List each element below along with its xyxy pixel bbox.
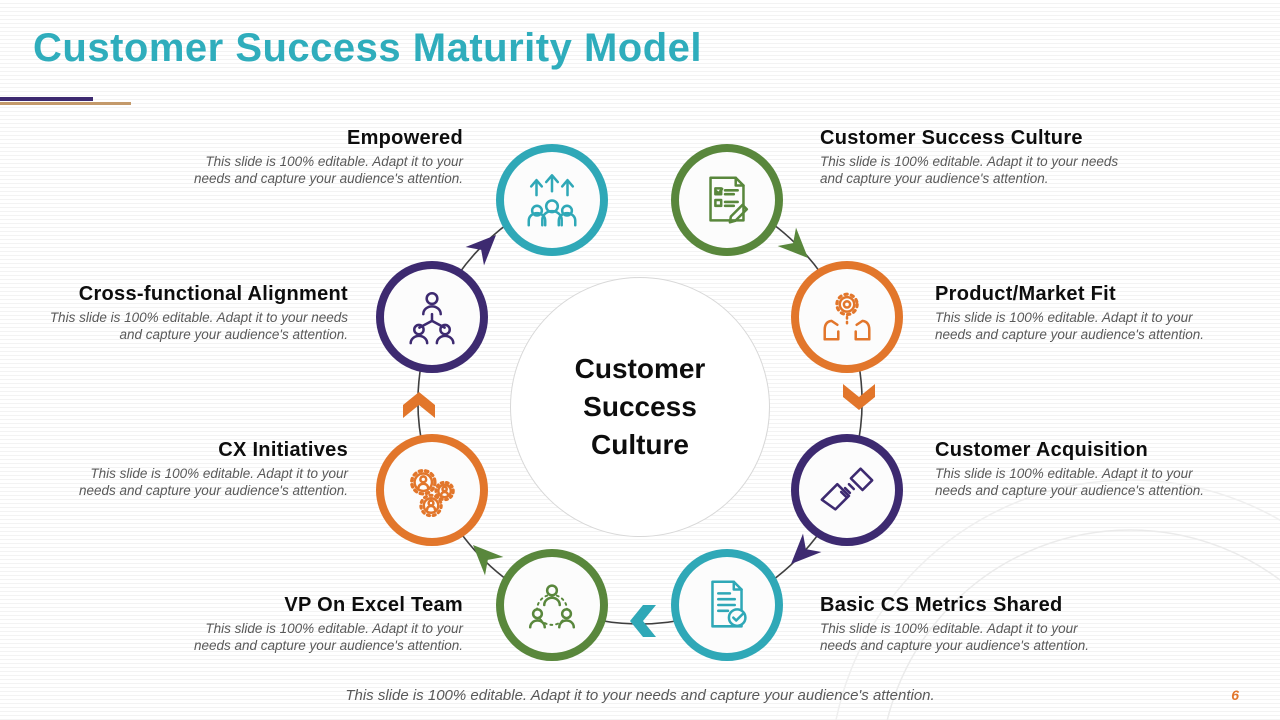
label-description: This slide is 100% editable. Adapt it to… xyxy=(193,154,463,187)
flow-arrow-orange-up xyxy=(403,392,435,418)
label-title: Empowered xyxy=(346,127,463,149)
label-customer-acquisition: Customer Acquisition This slide is 100% … xyxy=(935,439,1220,499)
center-circle: Customer Success Culture xyxy=(510,277,770,537)
node-cross-functional-alignment xyxy=(376,261,488,373)
center-circle-label: Customer Success Culture xyxy=(574,353,706,460)
node-customer-acquisition xyxy=(791,434,903,546)
checklist-pencil-icon xyxy=(709,176,749,224)
flow-arrow-green-down-right xyxy=(777,227,809,259)
people-growth-icon xyxy=(527,174,577,227)
title-underline-purple xyxy=(0,97,93,101)
label-description: This slide is 100% editable. Adapt it to… xyxy=(49,310,348,343)
page-number: 6 xyxy=(1231,687,1239,703)
label-title: VP On Excel Team xyxy=(284,594,463,616)
label-vp-on-excel-team: VP On Excel Team This slide is 100% edit… xyxy=(173,594,463,654)
label-title: Product/Market Fit xyxy=(935,283,1116,305)
node-cx-initiatives xyxy=(376,434,488,546)
handshake-icon xyxy=(820,467,874,511)
label-description: This slide is 100% editable. Adapt it to… xyxy=(78,466,348,499)
node-vp-on-excel-team xyxy=(496,549,608,661)
report-check-icon xyxy=(711,580,747,628)
flow-arrow-orange-down xyxy=(843,384,875,410)
node-basic-cs-metrics-shared xyxy=(671,549,783,661)
label-title: Customer Acquisition xyxy=(935,439,1149,461)
flow-arrow-green-up-left xyxy=(472,544,504,576)
title-underline-tan xyxy=(0,102,131,105)
label-cross-functional-alignment: Cross-functional Alignment This slide is… xyxy=(48,283,348,343)
label-product-market-fit: Product/Market Fit This slide is 100% ed… xyxy=(935,283,1220,343)
team-network-icon xyxy=(528,584,576,629)
flow-arrow-purple-down-left xyxy=(790,533,822,565)
label-customer-success-culture: Customer Success Culture This slide is 1… xyxy=(820,127,1120,187)
label-description: This slide is 100% editable. Adapt it to… xyxy=(820,621,1090,654)
label-cx-initiatives: CX Initiatives This slide is 100% editab… xyxy=(58,439,348,499)
flow-arrow-purple-up-right xyxy=(465,234,497,266)
label-basic-cs-metrics-shared: Basic CS Metrics Shared This slide is 10… xyxy=(820,594,1110,654)
label-title: Cross-functional Alignment xyxy=(78,283,348,305)
page-title: Customer Success Maturity Model xyxy=(33,26,702,70)
org-hierarchy-icon xyxy=(409,292,455,345)
node-customer-success-culture xyxy=(671,144,783,256)
label-description: This slide is 100% editable. Adapt it to… xyxy=(193,621,463,654)
node-empowered xyxy=(496,144,608,256)
node-product-market-fit xyxy=(791,261,903,373)
label-description: This slide is 100% editable. Adapt it to… xyxy=(935,466,1205,499)
label-title: Customer Success Culture xyxy=(820,127,1083,149)
flow-arrow-teal-left xyxy=(630,605,656,637)
gears-people-icon xyxy=(410,468,455,518)
idea-hands-icon xyxy=(823,292,871,341)
footer-note: This slide is 100% editable. Adapt it to… xyxy=(345,687,935,704)
label-empowered: Empowered This slide is 100% editable. A… xyxy=(173,127,463,187)
label-title: Basic CS Metrics Shared xyxy=(820,594,1063,616)
label-description: This slide is 100% editable. Adapt it to… xyxy=(820,154,1119,187)
label-title: CX Initiatives xyxy=(218,439,348,461)
label-description: This slide is 100% editable. Adapt it to… xyxy=(935,310,1205,343)
